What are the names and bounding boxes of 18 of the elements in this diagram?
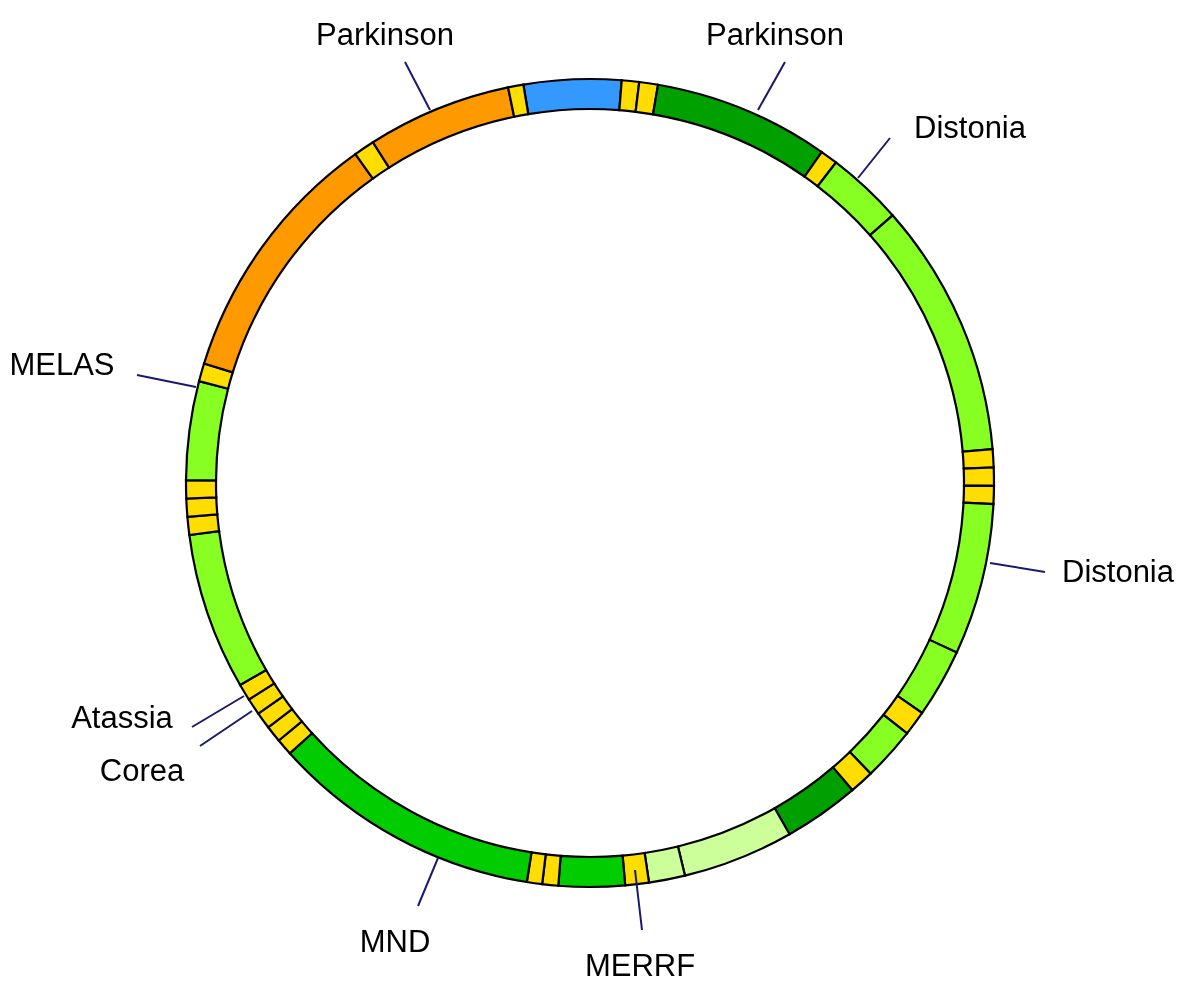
- disease-label: Parkinson: [316, 17, 454, 53]
- disease-label: Atassia: [71, 700, 173, 736]
- disease-label: Distonia: [1062, 554, 1174, 590]
- disease-label: MELAS: [9, 347, 115, 383]
- disease-label: Parkinson: [706, 17, 844, 53]
- leader-line: [199, 710, 253, 747]
- disease-label: Distonia: [914, 110, 1026, 146]
- disease-label: Corea: [99, 753, 185, 789]
- leader-line: [634, 869, 643, 931]
- leader-line: [757, 61, 786, 111]
- leader-line: [191, 695, 245, 728]
- disease-label: MND: [359, 924, 431, 960]
- leader-line: [136, 374, 197, 388]
- disease-label: MERRF: [584, 948, 696, 984]
- leader-line: [989, 562, 1046, 573]
- leader-line: [857, 137, 891, 179]
- leader-line: [404, 61, 431, 111]
- leader-line: [417, 857, 439, 907]
